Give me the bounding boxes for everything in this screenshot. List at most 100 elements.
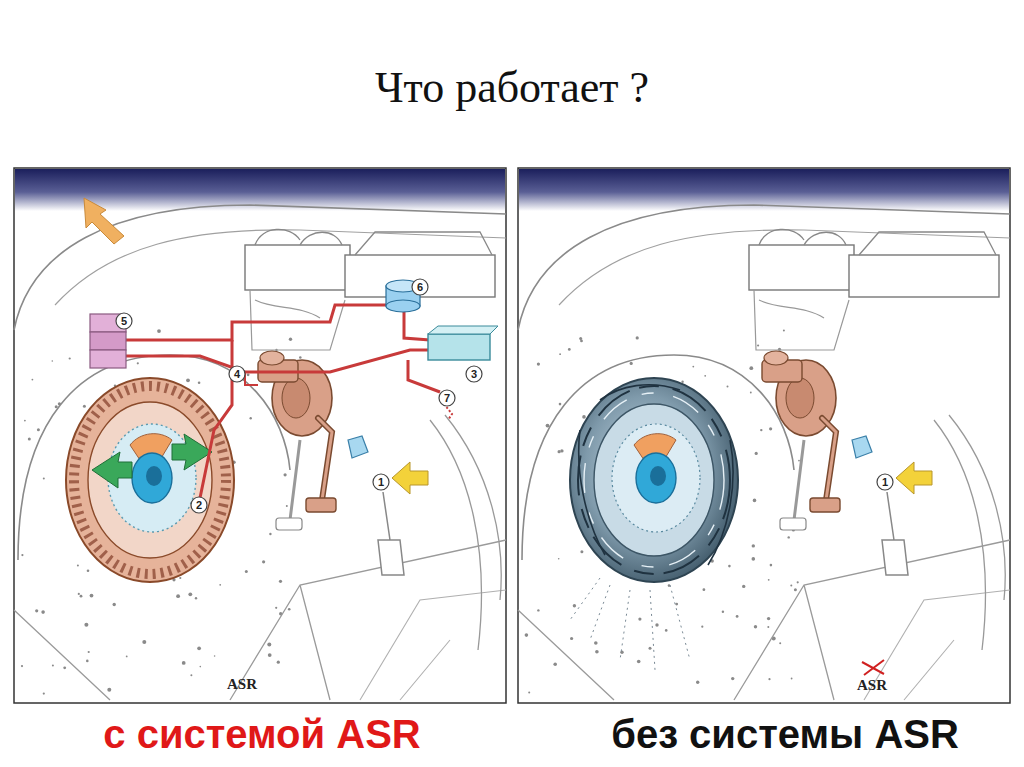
snow-dot — [43, 478, 45, 480]
snow-dot — [182, 661, 186, 665]
snow-dot — [757, 344, 759, 346]
snow-dot — [52, 360, 54, 362]
snow-dot — [649, 647, 652, 650]
snow-dot — [559, 353, 561, 355]
snow-dot — [277, 661, 280, 664]
snow-dot — [43, 693, 45, 695]
snow-dot — [188, 592, 192, 596]
direction-arrow — [84, 198, 124, 244]
snow-dot — [731, 677, 734, 680]
wire — [125, 350, 430, 372]
hub — [132, 453, 172, 503]
snow-dot — [179, 577, 181, 579]
car-body — [518, 205, 1010, 700]
snow-dot — [703, 588, 706, 591]
cross-out — [862, 660, 884, 675]
callout-circle — [439, 390, 455, 406]
snow-dot — [219, 584, 221, 586]
snow-dots — [21, 329, 800, 695]
spray — [570, 578, 690, 670]
snow-dot — [636, 336, 639, 339]
snow-dot — [262, 560, 265, 563]
snow-dot — [126, 656, 128, 658]
snow-dot — [665, 629, 668, 632]
callout-number: 1 — [378, 477, 384, 488]
snow-dot — [35, 609, 38, 612]
snow-dot — [107, 688, 111, 692]
callout-number: 6 — [417, 282, 423, 293]
snow-dot — [749, 366, 753, 370]
callout-circle — [412, 279, 428, 295]
callout-circle — [229, 366, 245, 382]
callout-number: 2 — [196, 500, 202, 511]
snow-dot — [269, 533, 271, 535]
snow-dot — [779, 642, 781, 644]
snow-dot — [88, 651, 90, 653]
snow-dot — [573, 604, 576, 607]
snow-dot — [284, 473, 287, 476]
system-label: ASR — [857, 678, 887, 693]
snow-dot — [797, 581, 799, 583]
abs-asr-module-top — [428, 326, 498, 334]
snow-dot — [289, 338, 292, 341]
snow-dot — [32, 379, 34, 381]
snow-dot — [87, 569, 90, 572]
snow-dot — [528, 692, 530, 694]
abs-asr-module — [428, 334, 490, 360]
snow-dot — [582, 415, 586, 419]
snow-dot — [752, 557, 756, 561]
snow-dot — [200, 666, 202, 668]
hub-center — [146, 466, 162, 486]
snow-dot — [722, 611, 724, 613]
snow-dot — [63, 666, 66, 669]
hub — [636, 453, 676, 503]
snow-dot — [267, 642, 271, 646]
snow-dot — [696, 681, 699, 684]
snow-dot — [52, 664, 54, 666]
controlled-wheel — [66, 378, 234, 582]
snow-dot — [655, 623, 658, 626]
callout-number: 1 — [882, 477, 888, 488]
slide-title: Что работает ? — [375, 66, 649, 110]
snow-dot — [288, 608, 291, 611]
asr-wiring — [125, 305, 452, 498]
control-unit-layer — [90, 350, 126, 368]
snow-dot — [21, 665, 23, 667]
snow-dot — [595, 650, 599, 654]
snow-dot — [637, 660, 641, 664]
callout-number: 5 — [121, 316, 127, 327]
snow-dot — [553, 662, 557, 666]
snow-dot — [69, 357, 71, 359]
callout-number: 3 — [471, 369, 477, 380]
snow-dot — [247, 373, 250, 376]
motion-ring — [584, 393, 724, 567]
snow-dot — [28, 438, 31, 441]
snow-dot — [770, 564, 773, 567]
snow-dot — [90, 594, 94, 598]
snow-dot — [701, 626, 703, 628]
snow-dot — [790, 584, 792, 586]
torque-arrow — [92, 452, 132, 488]
snow-dot — [268, 653, 272, 657]
snow-dot — [794, 588, 797, 591]
snow-dot — [80, 595, 83, 598]
snow-dot — [176, 594, 180, 598]
snow-dot — [525, 633, 529, 637]
control-unit-layer — [90, 332, 126, 350]
snow-dot — [568, 348, 571, 351]
snow-dot — [186, 378, 190, 382]
snow-dot — [197, 646, 201, 650]
snow-dot — [791, 678, 793, 680]
snow-dot — [767, 617, 770, 620]
snow-dot — [279, 580, 282, 583]
panel-frame — [14, 168, 506, 703]
system-label: ASR — [227, 677, 257, 692]
wire — [245, 372, 258, 385]
snow-dot — [286, 505, 288, 507]
callout-circle — [191, 497, 207, 513]
snow-dot — [594, 641, 598, 645]
snow-dot — [742, 585, 745, 588]
snow-dot — [580, 550, 583, 553]
panel-caption: без системы ASR — [611, 714, 959, 754]
